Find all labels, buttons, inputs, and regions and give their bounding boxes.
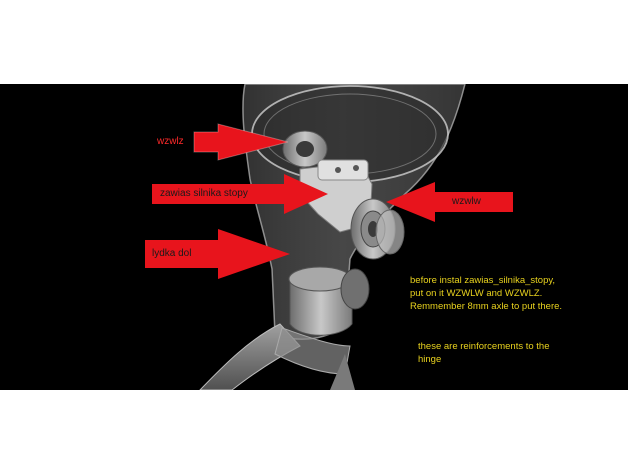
install-note-line2: put on it WZWLW and WZWLZ. xyxy=(410,288,543,299)
install-note-line3: Remmember 8mm axle to put there. xyxy=(410,301,563,312)
reinforcement-note-line2: hinge xyxy=(418,354,442,365)
render-viewport: wzwlz zawias silnika stopy wzwlw lydka d… xyxy=(0,84,628,390)
arrow-zawias xyxy=(152,174,328,214)
arrow-wzwlz xyxy=(193,123,289,161)
install-note: before instal zawias_silnika_stopy, put … xyxy=(410,274,562,313)
arrow-lydka xyxy=(145,229,290,279)
install-note-line1: before instal zawias_silnika_stopy, xyxy=(410,275,556,286)
reinforcement-note-line1: these are reinforcements to the xyxy=(418,341,550,352)
label-lydka: lydka dol xyxy=(152,248,192,259)
label-zawias: zawias silnika stopy xyxy=(160,188,248,199)
label-wzwlw: wzwlw xyxy=(452,196,481,207)
label-wzwlz: wzwlz xyxy=(157,136,184,147)
leg-model-render xyxy=(145,84,513,390)
reinforcement-note: these are reinforcements to the hinge xyxy=(418,340,550,366)
arrow-wzwlw xyxy=(386,182,513,222)
